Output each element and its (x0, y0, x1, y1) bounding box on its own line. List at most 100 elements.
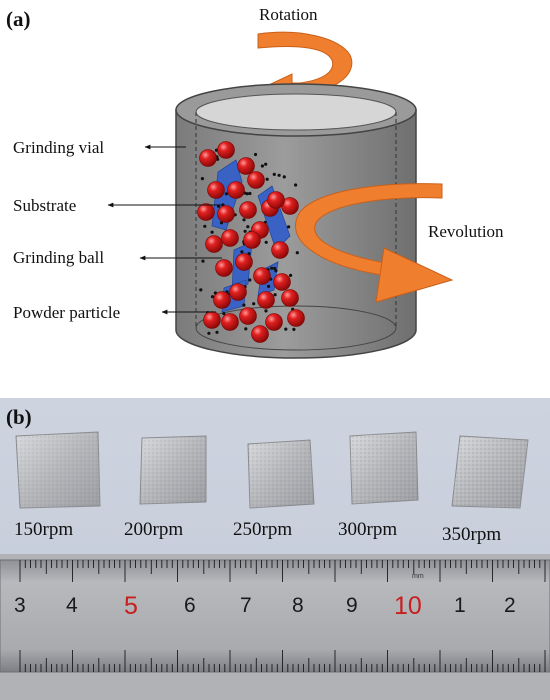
powder-dot (273, 293, 277, 297)
ruler: mm 3 4 5 6 7 8 9 10 1 2 (0, 554, 550, 700)
grinding-ball (239, 201, 257, 219)
grinding-ball (257, 291, 275, 309)
powder-dot (260, 164, 264, 168)
powder-dot (199, 288, 203, 292)
grinding-ball (253, 267, 271, 285)
powder-dot (248, 191, 252, 196)
powder-dot (267, 284, 271, 288)
ruler-num-3: 3 (14, 594, 26, 617)
grinding-ball (229, 283, 247, 301)
powder-dot (289, 273, 293, 277)
powder-dot (245, 192, 249, 196)
grinding-ball (251, 325, 269, 343)
panel-b: (b) 150rpm 200rpm 250rpm 300rpm 350rpm (0, 398, 550, 700)
grinding-ball (207, 181, 225, 199)
grinding-ball (287, 309, 305, 327)
powder-dot (294, 183, 298, 187)
powder-dot (248, 278, 252, 282)
panel-a-label: (a) (6, 7, 31, 31)
powder-dot (219, 221, 224, 225)
sample-150rpm (15, 431, 101, 509)
powder-dot (265, 177, 269, 181)
ruler-num-8: 8 (292, 594, 304, 617)
grinding-ball (273, 273, 291, 291)
grinding-ball (217, 141, 235, 159)
rotation-label: Rotation (259, 5, 318, 24)
powder-dot (264, 162, 268, 166)
powder-dot (295, 251, 299, 255)
sample-label-350rpm: 350rpm (442, 524, 501, 545)
label-grinding-vial: Grinding vial (13, 138, 104, 157)
grinding-ball (243, 231, 261, 249)
powder-dot (210, 295, 215, 299)
grinding-ball (247, 171, 265, 189)
powder-dot (284, 327, 288, 331)
sample-350rpm (451, 435, 529, 509)
powder-dot (216, 157, 220, 161)
powder-dot (282, 175, 286, 179)
grinding-ball (203, 311, 221, 329)
powder-dot (201, 259, 205, 263)
sample-label-250rpm: 250rpm (233, 519, 292, 540)
powder-dot (224, 192, 228, 196)
ruler-num-1: 1 (454, 594, 466, 617)
grinding-ball (239, 307, 257, 325)
grinding-ball (281, 289, 299, 307)
ruler-num-4: 4 (66, 594, 78, 617)
grinding-ball (215, 259, 233, 277)
powder-dot (273, 266, 277, 271)
powder-dot (264, 309, 268, 313)
ruler-unit: mm (412, 573, 424, 580)
revolution-label: Revolution (428, 222, 504, 241)
powder-dot (287, 225, 291, 229)
sample-label-300rpm: 300rpm (338, 519, 397, 540)
grinding-ball (197, 203, 215, 221)
powder-dot (203, 224, 207, 228)
powder-dot (270, 266, 274, 270)
ruler-num-2: 2 (504, 594, 516, 617)
powder-dot (277, 173, 281, 177)
ruler-num-10: 10 (394, 592, 422, 620)
revolution-arrow (294, 183, 454, 303)
grinding-ball (271, 241, 289, 259)
grinding-ball (221, 229, 239, 247)
grinding-ball (199, 149, 217, 167)
ruler-num-5: 5 (124, 592, 138, 620)
powder-dot (215, 330, 219, 334)
grinding-ball (221, 313, 239, 331)
sample-label-200rpm: 200rpm (124, 519, 183, 540)
powder-dot (240, 250, 244, 254)
grinding-ball (237, 157, 255, 175)
powder-dot (210, 230, 214, 234)
panel-a: (a) Rotation (6, 5, 504, 359)
grinding-ball (205, 235, 223, 253)
ruler-ticks (19, 560, 546, 672)
powder-dot (252, 302, 256, 306)
label-powder-particle: Powder particle (13, 303, 120, 322)
powder-dot (272, 172, 276, 176)
powder-dot (222, 312, 226, 316)
sample-200rpm (139, 435, 207, 505)
ruler-num-6: 6 (184, 594, 196, 617)
sample-300rpm (349, 431, 419, 505)
powder-dot (246, 225, 250, 229)
label-grinding-ball: Grinding ball (13, 248, 104, 267)
powder-dot (243, 229, 247, 233)
panel-b-label: (b) (6, 405, 32, 429)
grinding-ball (227, 181, 245, 199)
powder-dot (253, 152, 258, 157)
powder-dot (264, 240, 268, 244)
sample-250rpm (247, 439, 315, 509)
grinding-balls (197, 141, 305, 343)
sample-label-150rpm: 150rpm (14, 519, 73, 540)
powder-dot (292, 327, 296, 331)
grinding-ball (217, 205, 235, 223)
label-substrate: Substrate (13, 196, 76, 215)
powder-dot (244, 327, 248, 331)
ruler-num-9: 9 (346, 594, 358, 617)
powder-dot (200, 177, 204, 181)
powder-dot (242, 303, 246, 307)
ruler-num-7: 7 (240, 594, 252, 617)
grinding-ball (235, 253, 253, 271)
grinding-ball (267, 191, 285, 209)
